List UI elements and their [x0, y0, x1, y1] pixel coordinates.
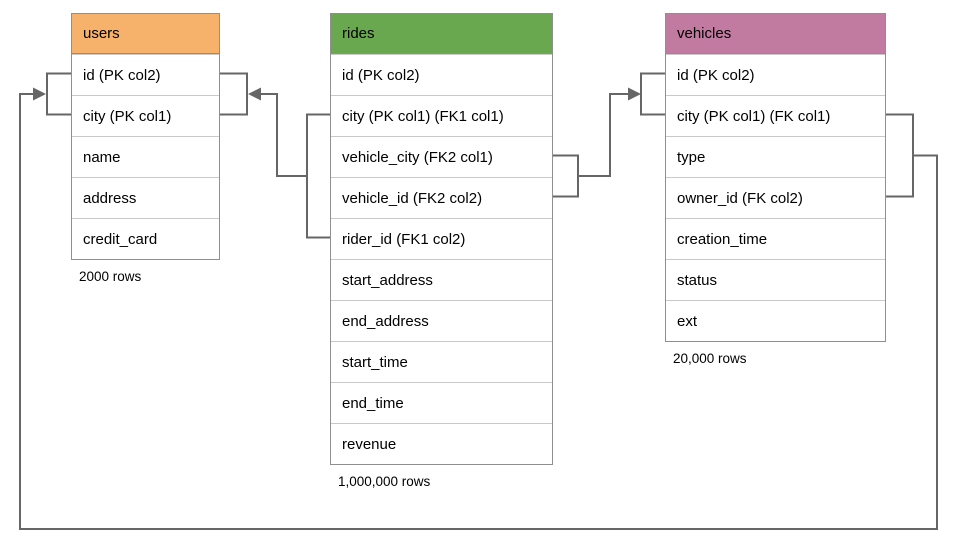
- rides-vehicles-arrowhead-icon: [628, 87, 641, 101]
- rides-vehicles-connector-line: [578, 93, 629, 177]
- users-column-row: name: [72, 136, 219, 177]
- rides-column-row: id (PK col2): [331, 54, 552, 95]
- rides-column-row: start_time: [331, 341, 552, 382]
- rides-column-row: rider_id (FK1 col2): [331, 218, 552, 259]
- vehicles-column-row: owner_id (FK col2): [666, 177, 885, 218]
- vehicles-column-row: status: [666, 259, 885, 300]
- users-column-row: credit_card: [72, 218, 219, 259]
- users-column-row: id (PK col2): [72, 54, 219, 95]
- rides-column-row: start_address: [331, 259, 552, 300]
- vehicles-column-row: ext: [666, 300, 885, 341]
- rides-users-source-bracket: [306, 113, 330, 239]
- rides-column-row: revenue: [331, 423, 552, 464]
- vehicles-column-row: creation_time: [666, 218, 885, 259]
- rides-column-row: end_address: [331, 300, 552, 341]
- vehicles-table-header: vehicles: [666, 14, 885, 54]
- users-table-header: users: [72, 14, 219, 54]
- rides-users-connector-line: [259, 93, 307, 177]
- rides-column-row: end_time: [331, 382, 552, 423]
- users-column-row: city (PK col1): [72, 95, 219, 136]
- rides-row-count-label: 1,000,000 rows: [338, 474, 431, 489]
- vehicles-column-row: city (PK col1) (FK col1): [666, 95, 885, 136]
- rides-column-row: city (PK col1) (FK1 col1): [331, 95, 552, 136]
- users-column-row: address: [72, 177, 219, 218]
- rides-column-row: vehicle_id (FK2 col2): [331, 177, 552, 218]
- users-row-count-label: 2000 rows: [79, 269, 142, 284]
- vehicles-column-row: type: [666, 136, 885, 177]
- rides-vehicles-target-bracket: [640, 72, 665, 116]
- vehicles-users-connector-line: [19, 93, 938, 530]
- rides-vehicles-source-bracket: [553, 154, 579, 198]
- rides-users-arrowhead-icon: [248, 87, 261, 101]
- rides-column-row: vehicle_city (FK2 col1): [331, 136, 552, 177]
- vehicles-users-arrowhead-icon: [33, 87, 46, 101]
- rides-users-target-bracket: [220, 72, 248, 116]
- vehicles-users-source-bracket: [886, 113, 914, 198]
- vehicles-users-target-bracket: [46, 72, 71, 116]
- vehicles-column-row: id (PK col2): [666, 54, 885, 95]
- rides-table-header: rides: [331, 14, 552, 54]
- vehicles-row-count-label: 20,000 rows: [673, 351, 747, 366]
